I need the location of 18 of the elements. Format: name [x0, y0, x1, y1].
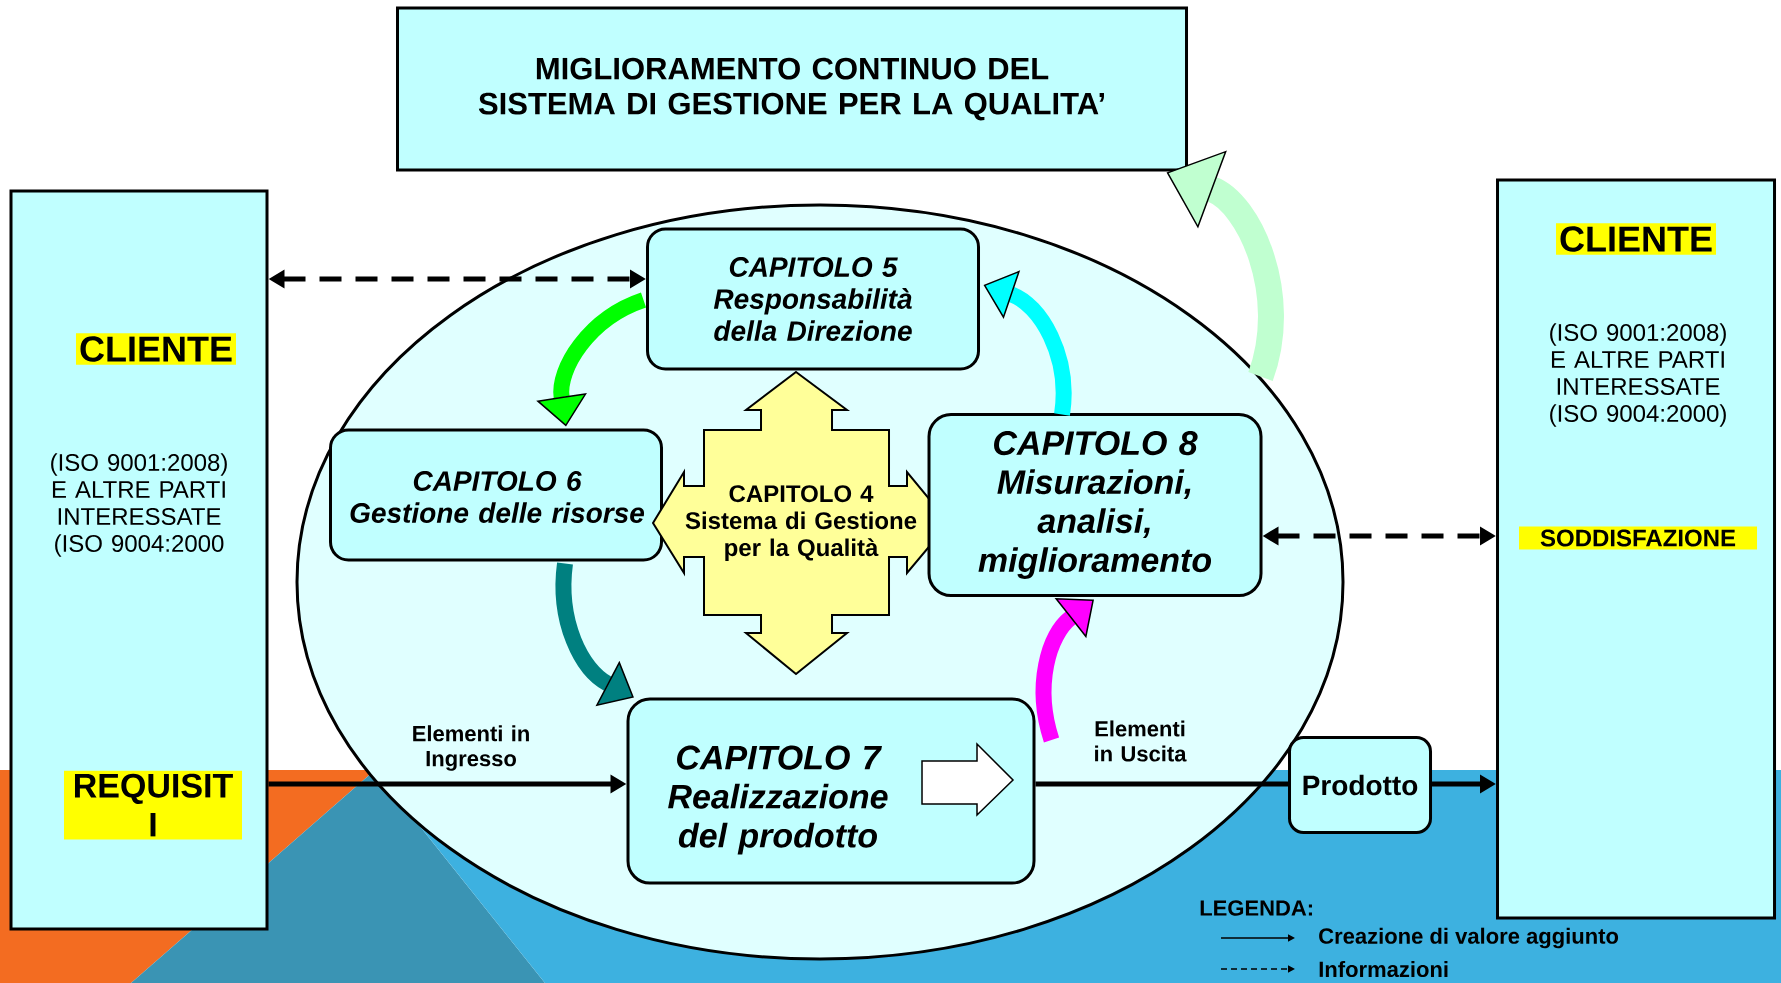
product-box: Prodotto — [1288, 736, 1432, 834]
legend-label: Informazioni — [1319, 960, 1448, 978]
highlighted-label: CLIENTE — [1556, 223, 1716, 255]
curved-arrow — [1035, 597, 1094, 743]
curved-arrow — [1166, 150, 1284, 381]
chapter-box: CAPITOLO 8 Misurazioni, analisi, miglioramento — [927, 413, 1263, 597]
highlighted-label: REQUISIT I — [64, 770, 242, 840]
edge-label: Elementi in Uscita — [1082, 718, 1198, 764]
title-box: MIGLIORAMENTO CONTINUO DEL SISTEMA DI GESTIONE PER LA QUALITA’ — [396, 6, 1188, 172]
highlighted-label: SODDISFAZIONE — [1519, 526, 1757, 550]
chapter-box: CAPITOLO 7 Realizzazione del prodotto — [626, 697, 1036, 885]
legend-label: Creazione di valore aggiunto — [1319, 927, 1619, 949]
chapter-box: CAPITOLO 5 Responsabilità della Direzione — [646, 227, 980, 371]
edge-label: Elementi in Ingresso — [394, 723, 548, 773]
chapter-box: CAPITOLO 6 Gestione delle risorse — [329, 428, 663, 562]
curved-arrow — [983, 270, 1072, 416]
highlighted-label: CLIENTE — [76, 333, 236, 365]
legend-heading: LEGENDA: — [1200, 900, 1312, 916]
